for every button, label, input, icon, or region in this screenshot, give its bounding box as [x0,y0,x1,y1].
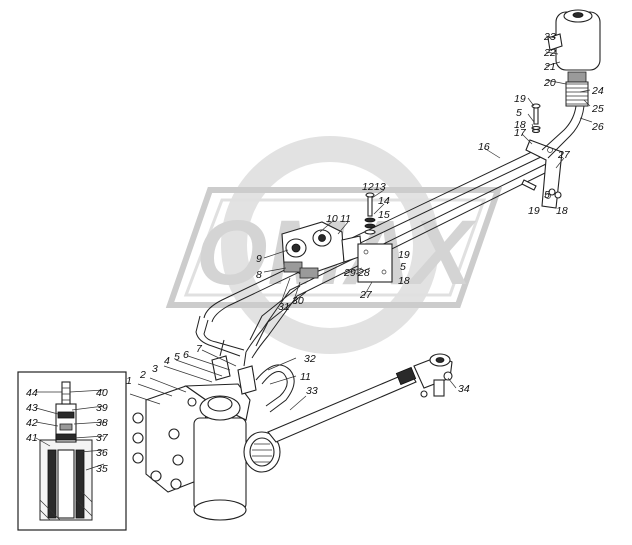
callout-29: 29 [343,267,356,279]
callout-37: 37 [96,432,109,444]
callout-5-right: 5 [544,189,550,201]
callout-43: 43 [26,402,38,414]
leader-lines [35,35,593,471]
callout-16: 16 [478,141,490,153]
drag-link [267,353,453,443]
callout-34: 34 [458,383,470,395]
callout-18-right: 18 [556,205,568,217]
callout-15: 15 [378,209,390,221]
callout-27-right: 27 [557,149,571,161]
callout-38: 38 [96,417,108,429]
callout-25: 25 [591,103,604,115]
callout-5: 5 [174,351,180,363]
callout-24: 24 [591,85,604,97]
callout-19-top: 19 [514,93,526,105]
callout-6: 6 [183,349,189,361]
callout-7: 7 [196,343,203,355]
steering-gear [132,339,295,521]
callout-39: 39 [96,402,108,414]
callout-10: 10 [326,213,338,225]
callout-18-mid: 18 [398,275,410,287]
callout-2: 2 [139,369,146,381]
callout-21: 21 [543,61,556,73]
callout-44: 44 [26,387,38,399]
pipeline-tubes [195,147,550,359]
callout-20: 20 [543,77,556,89]
callout-22: 22 [543,47,556,59]
callout-11-bottom: 11 [300,371,311,383]
callout-8: 8 [256,269,262,281]
callout-9: 9 [256,253,262,265]
callout-41: 41 [26,432,38,444]
callout-26: 26 [591,121,604,133]
callout-42: 42 [26,417,38,429]
callout-27-mid: 27 [359,289,373,301]
callout-17: 17 [514,127,527,139]
callout-11-top: 11 [340,213,351,225]
control-valve-unit [541,9,601,159]
callout-35: 35 [96,463,108,475]
callout-33: 33 [306,385,318,397]
callout-40: 40 [96,387,108,399]
callout-4: 4 [164,355,170,367]
callout-36: 36 [96,447,108,459]
callout-13: 13 [374,181,386,193]
callout-18-top: 18 [514,119,526,131]
callout-19-mid: 19 [398,249,410,261]
callout-12: 12 [362,181,374,193]
callout-32: 32 [304,353,316,365]
bellows-spring-icon [565,81,589,107]
callout-3: 3 [152,363,158,375]
callout-19-right: 19 [528,205,540,217]
callout-23: 23 [543,31,556,43]
valve-module [281,192,393,283]
fastener-set-right [521,103,562,199]
callout-14: 14 [378,195,390,207]
callout-30: 30 [292,295,304,307]
callout-5-mid: 5 [400,261,406,273]
callout-5-top: 5 [516,107,522,119]
callout-1: 1 [126,375,132,387]
callout-31: 31 [278,301,290,313]
inset-section-view [17,371,127,531]
callout-28: 28 [357,267,370,279]
gear-bolts [132,397,197,490]
callout-labels: 1 2 3 4 5 6 7 8 9 10 11 11 12 13 14 15 1… [26,31,604,475]
